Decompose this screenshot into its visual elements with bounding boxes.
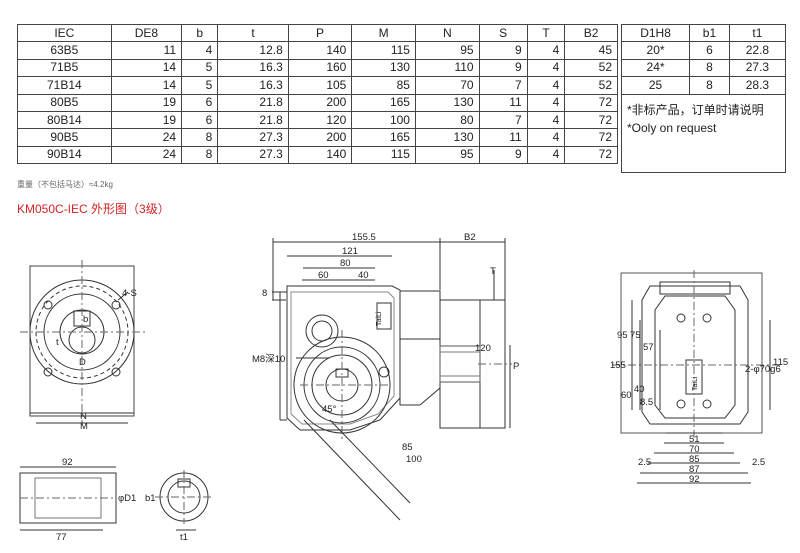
table-cell: 90B5 [17,128,112,147]
table-cell: 21.8 [217,110,289,130]
dim-2-5-right: 2.5 [752,457,765,468]
dim-8-5: 8.5 [640,397,653,408]
dim-95: 95 [617,330,628,341]
shaft-views [19,466,214,531]
dim-60-r: 60 [621,390,632,401]
dim-n: N [80,411,87,422]
table-cell: 165 [351,93,416,112]
table-cell: 70 [414,76,480,95]
side-view [272,238,512,521]
dim-phi70: 2-φ70g6 [745,364,781,375]
dim-155-5: 155.5 [352,232,376,243]
table-cell: 140 [287,145,353,165]
weight-note: 重量（不包括马达）≈4.2kg [17,180,113,189]
table-cell: 16.3 [217,76,289,95]
bore-spec-table: D1H8 b1 t1 20* 6 22.8 24* 8 27.3 25 8 28… [620,23,787,173]
dim-155: 155 [610,360,626,371]
dim-92-r: 92 [689,474,700,485]
dim-85-r: 85 [689,454,700,465]
table-cell: 72 [564,145,618,165]
dim-b: b [83,314,88,325]
table-cell: 6 [181,110,219,130]
table-cell: 8 [181,145,219,165]
dim-120: 120 [475,343,491,354]
dim-40: 40 [358,270,369,281]
dim-m8: M8深10 [252,354,285,365]
table-cell: 95 [414,145,480,165]
dim-70: 70 [689,444,700,455]
dim-m: M [80,421,88,432]
dim-t-cap: T [490,266,496,277]
dim-phi-d1: φD1 [118,493,136,504]
table-cell: 27.3 [217,128,289,147]
table-row: 90B14 24 8 27.3 140 115 95 9 4 72 [17,145,618,165]
end-view [612,270,780,484]
table-cell: 85 [351,76,416,95]
table-cell: 24 [110,128,183,147]
dim-100: 100 [406,454,422,465]
table-cell: 27.3 [217,145,289,165]
dim-2-5-left: 2.5 [638,457,651,468]
dim-d: D [79,357,86,368]
dim-t1: t1 [180,532,188,543]
dim-121: 121 [342,246,358,257]
table-cell: 115 [351,145,416,165]
table-cell: 28.3 [728,76,787,95]
dim-40-r: 40 [634,384,645,395]
table-cell: 27.3 [728,58,787,78]
note-row: *非标产品，订单时请说明 *Ooly on request [621,93,786,173]
dim-8: 8 [262,288,267,299]
dim-87: 87 [689,464,700,475]
table-cell: 22.8 [728,41,787,60]
dim-77: 77 [56,532,67,543]
table-cell: 130 [414,128,480,147]
order-note-en: *Ooly on request [627,120,717,135]
dim-p: P [513,361,519,372]
table-row: 25 8 28.3 [620,76,787,95]
iec-spec-table: IEC DE8 b t P M N S T B2 63B5 11 4 12.8 … [17,23,618,165]
table-cell: 90B14 [17,145,112,165]
dim-75: 75 [630,330,641,341]
bore-header-row: D1H8 b1 t1 [620,23,787,43]
table-cell: 72 [564,110,618,130]
order-note: *非标产品，订单时请说明 *Ooly on request [621,93,786,173]
dim-b1: b1 [145,493,156,504]
table-cell: 20* [620,41,691,60]
dim-57: 57 [643,342,654,353]
table-cell: 45 [564,41,618,60]
table-cell: 9 [478,145,528,165]
label-plate-side: TaiLi [376,311,383,326]
table-cell: 80B5 [17,93,112,112]
dim-92-shaft: 92 [62,457,73,468]
table-cell: 21.8 [217,93,289,112]
table-cell: 100 [351,110,416,130]
table-cell: 12.8 [217,41,289,60]
table-cell: 71B5 [17,58,112,78]
diagram-title: KM050C-IEC 外形图（3级） [17,202,170,216]
table-cell: 130 [414,93,480,112]
label-plate-end: TaiLi [692,376,699,391]
table-cell: 165 [351,128,416,147]
dim-85: 85 [402,442,413,453]
dim-45-deg: 45° [322,404,337,415]
table-row: 20* 6 22.8 [620,41,787,60]
table-row: 71B5 14 5 16.3 160 130 110 9 4 52 [17,58,618,78]
dim-t: t [56,337,59,348]
order-note-cn: *非标产品，订单时请说明 [627,102,764,117]
dim-80: 80 [340,258,351,269]
dim-51: 51 [689,434,700,445]
table-row: 90B5 24 8 27.3 200 165 130 11 4 72 [17,128,618,147]
dim-60: 60 [318,270,329,281]
front-flange-view [20,260,145,425]
table-cell: 25 [620,76,691,95]
dim-4-s: 4-S [122,288,137,299]
dim-115: 115 [773,357,788,368]
dim-b2: B2 [464,232,476,243]
table-cell: 24 [110,145,183,165]
